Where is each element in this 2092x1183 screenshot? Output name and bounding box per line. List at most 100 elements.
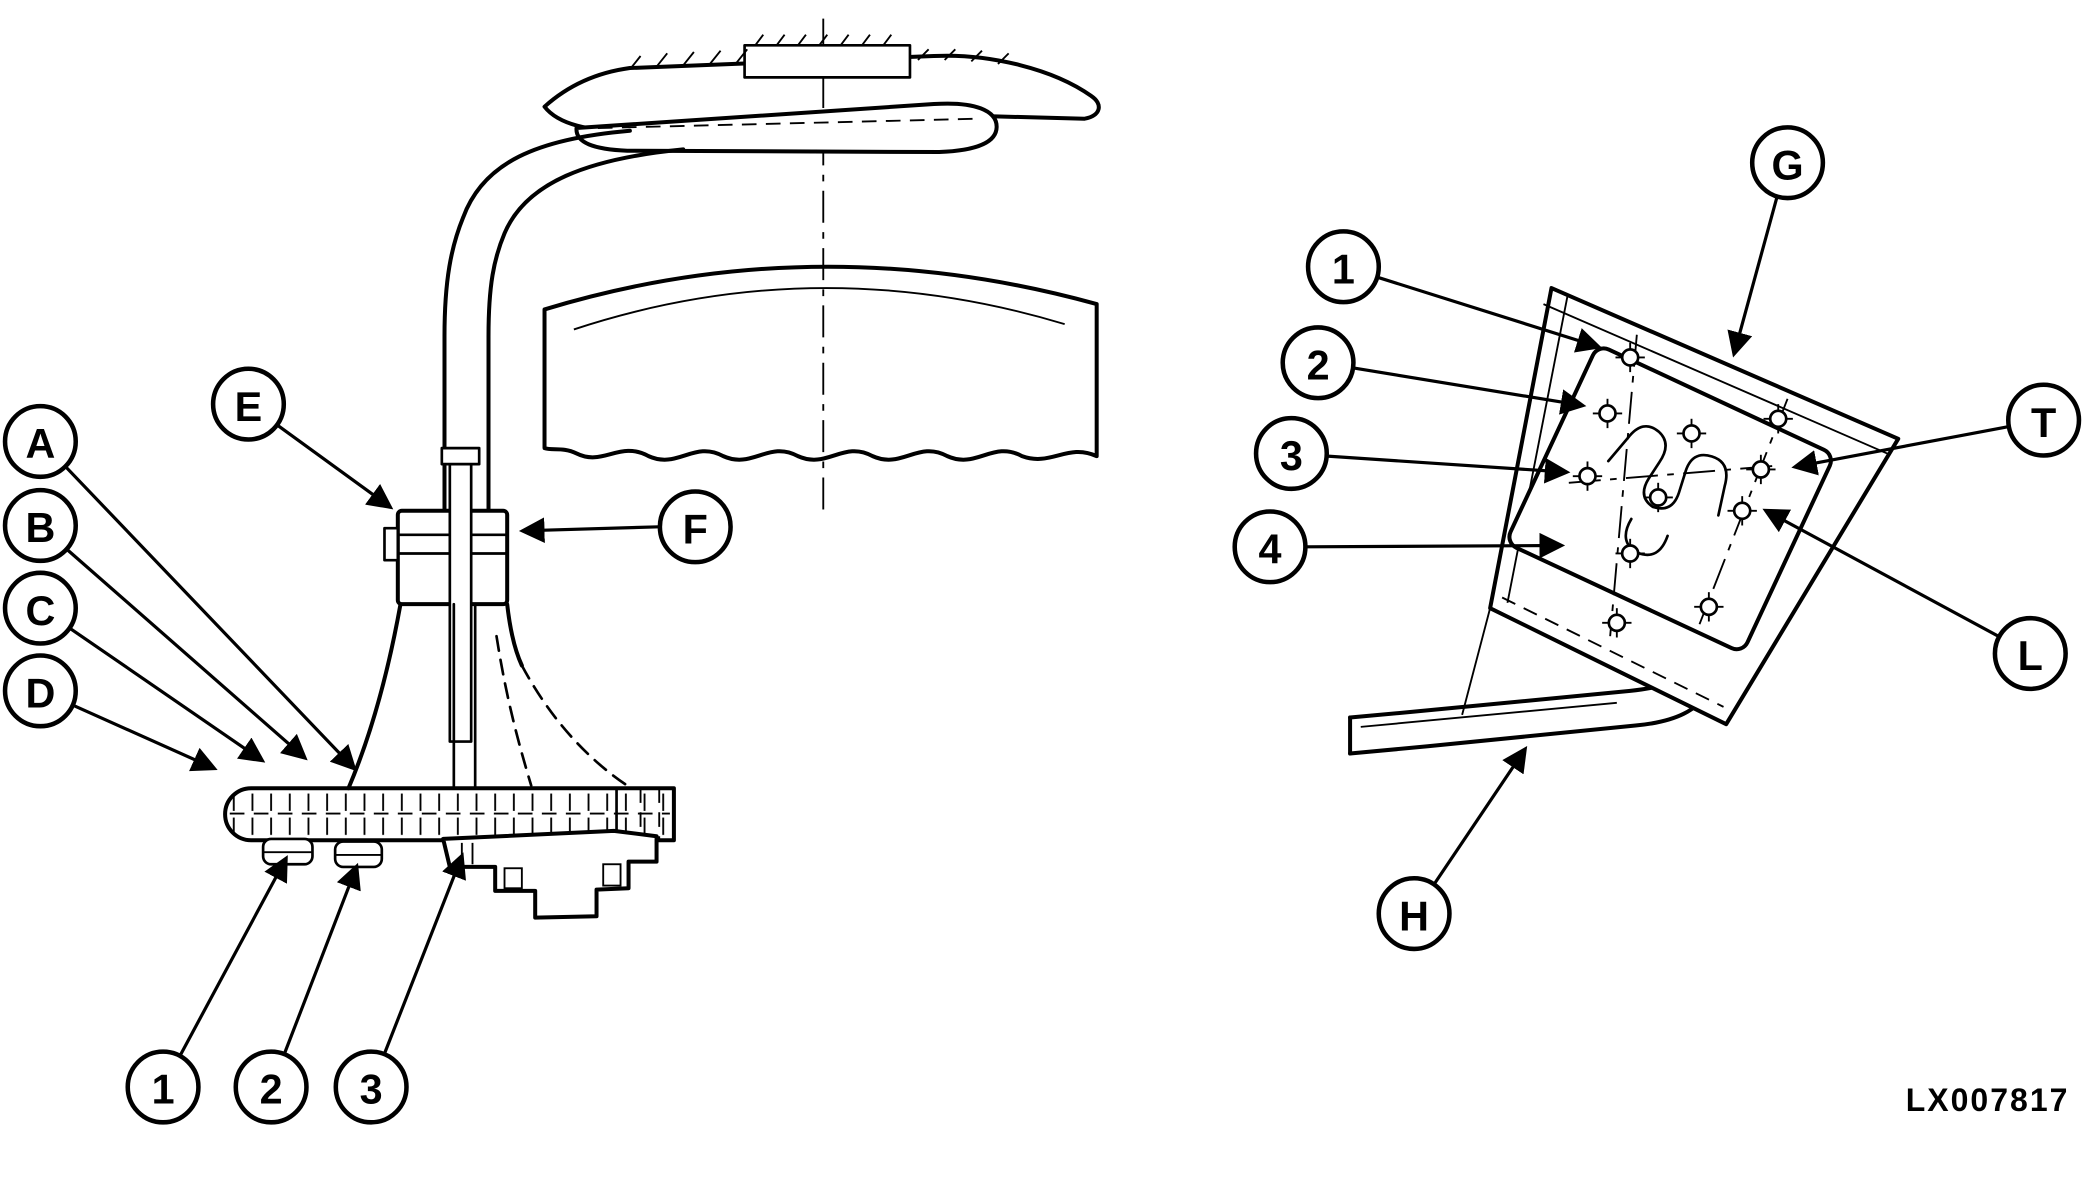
leader-left-3 (382, 852, 466, 1055)
flare-left-edge (346, 602, 403, 791)
callout-circle-right-4 (1232, 509, 1308, 585)
callout-label-right-3: 3 (1280, 433, 1303, 479)
callout-circle-B (2, 487, 78, 564)
hole-marker (1694, 592, 1724, 622)
callout-D: D (2, 653, 218, 772)
callout-left-1: 1 (125, 855, 288, 1125)
gate-slot-upper (1606, 425, 1728, 517)
leader-G (1727, 196, 1779, 358)
hole-marker (1763, 404, 1793, 434)
flare-right-edge (505, 602, 524, 668)
plate-hidden-bottom-edge (1501, 596, 1724, 708)
callout-circle-C (2, 570, 78, 646)
arc-panel-outline (542, 264, 1099, 462)
base-support-flares (346, 602, 629, 791)
callout-circle-F (657, 489, 733, 565)
hole-marker (1592, 398, 1623, 429)
callout-label-left-3: 3 (360, 1067, 383, 1113)
leader-E (276, 424, 394, 510)
gate-holes (1572, 342, 1793, 638)
lever-lower-lines (452, 602, 477, 790)
callout-label-right-2: 2 (1307, 342, 1330, 388)
leader-A (64, 465, 357, 772)
callout-right-2: 2 (1280, 325, 1587, 415)
base-plate-hidden-lines (639, 788, 661, 841)
flare-hidden-edge-inner (495, 634, 533, 787)
lever-arm-outer-line (442, 128, 632, 515)
leader-H (1432, 746, 1528, 886)
leader-B (66, 548, 308, 761)
leader-right-1 (1377, 275, 1603, 353)
callout-A: A (2, 403, 357, 772)
callout-E: E (210, 366, 394, 510)
leader-right-3 (1327, 454, 1571, 484)
left-letter-callouts: A B C D E (2, 366, 733, 772)
flare-hidden-edge-outer (520, 664, 629, 787)
leader-left-1 (179, 855, 288, 1056)
callout-label-L: L (2018, 633, 2043, 679)
base-plate (223, 786, 676, 843)
arc-panel-section (542, 264, 1099, 462)
hole-marker (1572, 461, 1603, 491)
lever-arm-inner-line (486, 147, 686, 515)
rod-cap (440, 446, 481, 466)
callout-circle-right-1 (1305, 229, 1382, 305)
callout-circle-T (2006, 382, 2082, 458)
callout-label-C: C (25, 588, 55, 634)
clamp-bracket (383, 508, 510, 607)
callout-circle-right-3 (1253, 415, 1330, 492)
callout-circle-right-2 (1280, 325, 1356, 401)
callout-circle-G (1749, 125, 1826, 201)
callout-right-4: 4 (1232, 509, 1566, 585)
hole-marker (1746, 454, 1776, 485)
callout-circle-left-2 (233, 1049, 309, 1125)
hole-marker (1615, 342, 1645, 373)
right-view: G T L H 1 (1232, 125, 2082, 952)
bracket-inner-line (1360, 701, 1617, 728)
callout-H: H (1376, 746, 1528, 952)
handle-hatch-marks (629, 34, 1010, 70)
hole-marker (1615, 538, 1645, 569)
hole-marker (1602, 608, 1632, 638)
stepped-bracket-notch-1 (503, 867, 523, 890)
callout-C: C (2, 570, 266, 763)
callout-F: F (518, 489, 733, 565)
handle-boss (743, 44, 912, 79)
callout-label-T: T (2031, 400, 2056, 446)
callout-B: B (2, 487, 308, 761)
mounting-bolts (261, 837, 384, 869)
right-letter-callouts: G T L H (1376, 125, 2082, 952)
lever-handle (542, 34, 1101, 155)
callout-label-right-4: 4 (1259, 526, 1282, 572)
leader-F (518, 517, 660, 543)
gate-plate (1507, 346, 1833, 652)
callout-right-1: 1 (1305, 229, 1603, 353)
leader-right-2 (1353, 366, 1587, 415)
right-number-callouts: 1 2 3 4 (1232, 229, 1603, 585)
stepped-bracket-notch-2 (602, 863, 622, 887)
leader-right-4 (1306, 532, 1566, 559)
plate-thickness-left (1506, 295, 1569, 604)
hole-marker (1676, 418, 1707, 449)
clamp-bolt-lug (383, 526, 400, 562)
leader-C (68, 626, 266, 763)
arc-panel-inner-line (573, 287, 1065, 331)
callout-circle-H (1376, 875, 1452, 952)
callout-label-left-2: 2 (260, 1067, 283, 1113)
callout-L: L (1762, 508, 2068, 692)
callout-left-3: 3 (333, 852, 466, 1125)
callout-circle-left-3 (333, 1049, 409, 1125)
callout-label-A: A (25, 421, 55, 467)
handle-grip-outline (574, 101, 999, 155)
construction-line-left-column (1609, 334, 1638, 637)
bracket-joint-line (1461, 607, 1492, 716)
callout-label-D: D (25, 671, 55, 717)
leader-T (1791, 425, 2008, 476)
figure-code: LX007817 (1906, 1082, 2070, 1118)
callout-G: G (1727, 125, 1826, 358)
callout-circle-E (210, 366, 287, 442)
callout-label-F: F (683, 506, 708, 552)
callout-label-H: H (1399, 893, 1429, 939)
callout-label-G: G (1771, 142, 1803, 188)
